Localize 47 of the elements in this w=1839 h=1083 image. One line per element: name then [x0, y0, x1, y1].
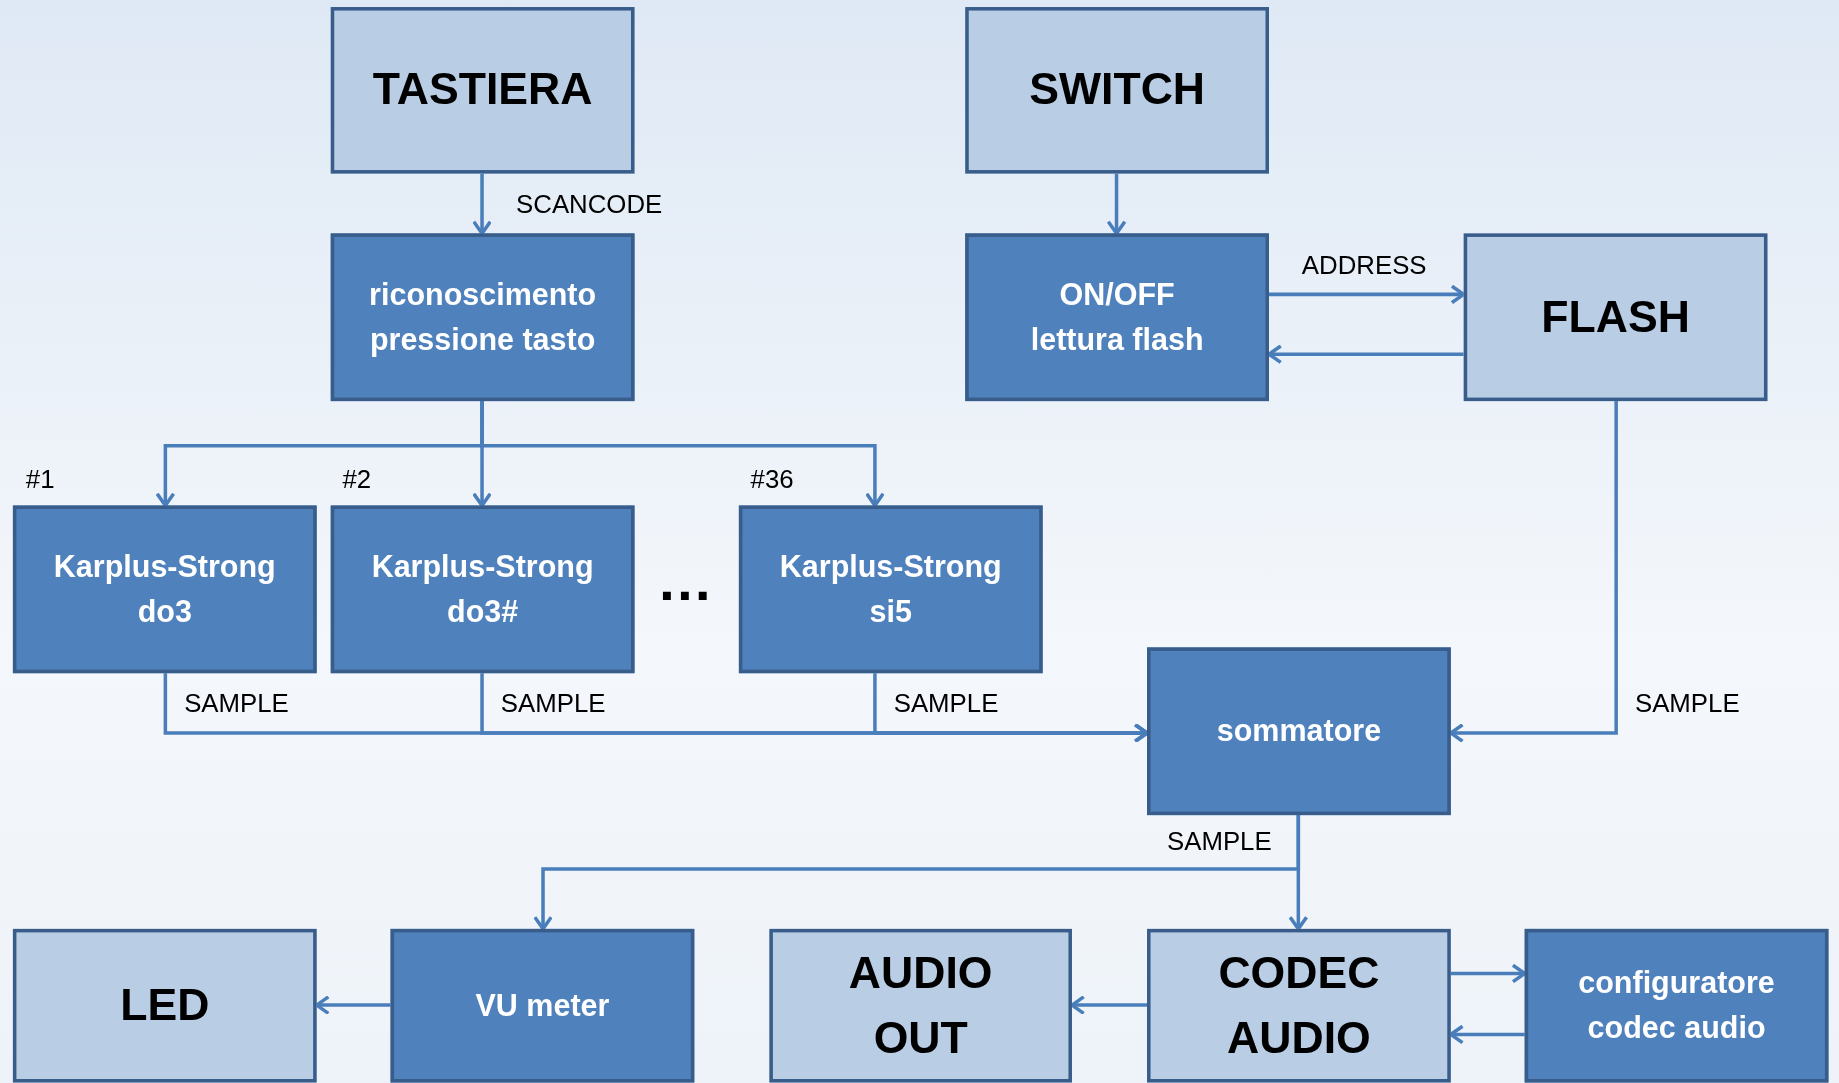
edge-label: SAMPLE [1166, 826, 1272, 858]
arrow [1269, 284, 1466, 305]
block-label: Karplus-Strong si5 [778, 547, 1003, 631]
edge-label: SAMPLE [1634, 688, 1740, 719]
switch-block [965, 7, 1269, 174]
block-label: SWITCH [1028, 64, 1206, 117]
arrow [873, 673, 1149, 743]
arrow [1450, 963, 1527, 984]
process-block [738, 505, 1043, 674]
callout-number: #1 [25, 464, 55, 495]
process-block [12, 505, 317, 674]
block-label: ON/OFF lettura flash [1029, 275, 1205, 358]
arrow [1070, 995, 1148, 1016]
edge-label: SAMPLE [893, 688, 999, 719]
output-block [769, 928, 1072, 1083]
callout-number: #36 [750, 464, 794, 495]
edge-label: SAMPLE [184, 688, 289, 719]
block-label: VU meter [474, 986, 611, 1025]
output-block [12, 928, 317, 1083]
block-label: LED [119, 979, 211, 1032]
process-block [1524, 928, 1829, 1083]
process-block [390, 928, 695, 1083]
block-label: Karplus-Strong do3 [52, 547, 277, 631]
codec-block [1147, 928, 1451, 1083]
arrow [1449, 401, 1618, 743]
keyboard-block [330, 7, 635, 174]
block-label: TASTIERA [371, 64, 594, 117]
process-block [330, 233, 635, 402]
block-label: configuratore codec audio [1577, 964, 1776, 1047]
ellipsis: … [656, 553, 714, 610]
callout-number: #2 [342, 464, 372, 495]
process-block [1147, 647, 1451, 816]
memory-block [1463, 233, 1768, 402]
process-block [965, 233, 1269, 402]
edge-label: SAMPLE [500, 688, 606, 719]
block-label: riconoscimento pressione tasto [368, 275, 598, 359]
arrow [1288, 815, 1309, 931]
block-label: sommatore [1215, 711, 1383, 750]
arrow [1267, 344, 1464, 365]
block-label: Karplus-Strong do3# [370, 547, 595, 631]
block-label: FLASH [1540, 291, 1691, 344]
edge-label: SCANCODE [516, 190, 663, 221]
block-label: CODEC AUDIO [1217, 947, 1381, 1064]
block-label: AUDIO OUT [847, 947, 994, 1064]
process-block [330, 505, 635, 674]
arrow [1449, 1024, 1525, 1045]
edge-label: ADDRESS [1301, 251, 1427, 282]
